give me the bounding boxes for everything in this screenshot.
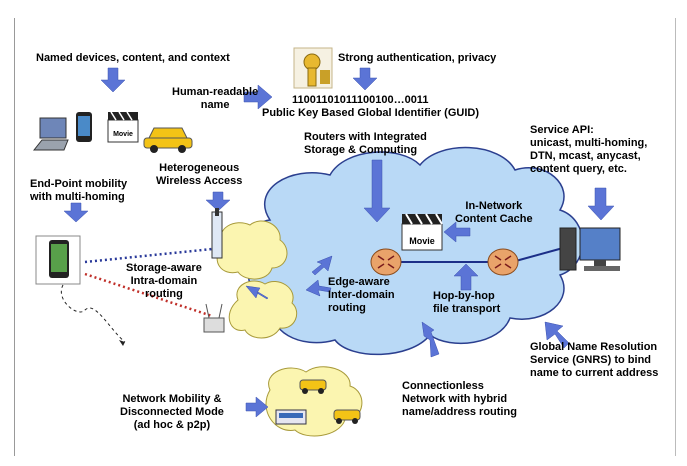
storage-access-cloud: [228, 280, 298, 339]
arrow-edge-aware-2: [305, 279, 332, 297]
arrow-hetero: [205, 191, 231, 212]
arrow-strong-auth: [352, 67, 378, 91]
access-point-icon: [211, 208, 223, 259]
figure-frame: [14, 18, 676, 456]
taxi-icon: [299, 379, 327, 394]
arrow-edge-aware-1: [311, 255, 333, 276]
guid-bits: 11001101011100100…0011: [292, 94, 429, 106]
arrow-endpoint: [63, 202, 89, 223]
arrow-routers: [363, 159, 391, 223]
adhoc-cloud: [265, 366, 363, 437]
wireless-access-cloud: [216, 220, 288, 280]
network-mobility-label: Network Mobility &Disconnected Mode(ad h…: [120, 393, 224, 431]
arrow-network-mobility: [245, 396, 269, 418]
clapperboard-icon: [107, 111, 139, 143]
clapperboard-icon: [401, 213, 443, 251]
arrow-named-devices: [100, 67, 126, 93]
arrow-storage-aware: [245, 285, 269, 300]
key-lock-icon: [293, 47, 333, 89]
movie-label: Movie: [409, 236, 435, 246]
desktop-computer-icon: [559, 227, 621, 271]
taxi-icon: [143, 127, 193, 153]
laptop-icon: [32, 117, 69, 151]
arrow-hop: [453, 263, 479, 291]
named-devices-label: Named devices, content, and context: [36, 52, 230, 64]
phone-icon: [76, 112, 92, 142]
bus-icon: [275, 409, 307, 425]
mobility-path: [60, 284, 126, 343]
server-link: [511, 247, 564, 263]
guid-label: Public Key Based Global Identifier (GUID…: [262, 107, 479, 119]
service-api-label: Service API:unicast, multi-homing, DTN, …: [530, 124, 648, 175]
taxi-icon: [333, 409, 361, 424]
router-icon: [370, 248, 402, 276]
access-point-icon: [203, 303, 225, 333]
arrow-connectionless: [421, 321, 440, 358]
dotted-red-link: [84, 272, 213, 318]
phone-icon: [35, 235, 81, 285]
dotted-blue-link: [84, 246, 223, 264]
router-icon: [487, 248, 519, 276]
movie-label-small: Movie: [113, 131, 133, 138]
strong-auth-label: Strong authentication, privacy: [338, 52, 497, 64]
arrow-service-api: [587, 187, 615, 221]
arrow-in-network: [443, 221, 471, 243]
arrow-human-readable: [243, 84, 273, 110]
arrow-gnrs: [544, 321, 570, 349]
core-network-cloud: [247, 146, 584, 356]
